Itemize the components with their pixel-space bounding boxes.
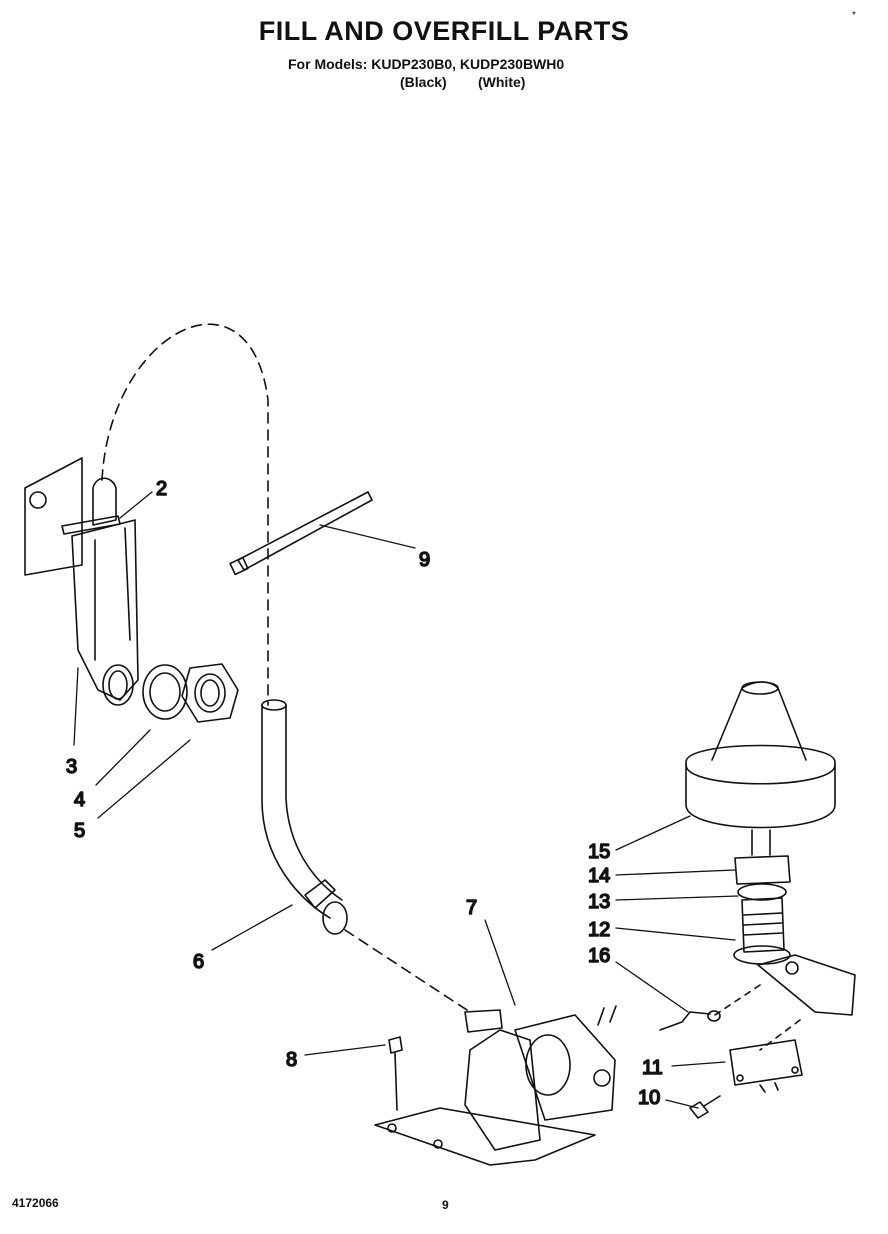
- routing-dashed-line: [101, 323, 269, 706]
- valve-inlet: [464, 1009, 503, 1033]
- callout-7: 7: [466, 897, 477, 919]
- hex-nut: [181, 663, 239, 723]
- funnel-body: [71, 519, 139, 701]
- doc-number: 4172066: [12, 1196, 59, 1210]
- tie-strap: [61, 515, 121, 535]
- bracket-hole: [29, 491, 47, 509]
- callout-13: 13: [588, 891, 610, 913]
- page-number: 9: [442, 1198, 449, 1212]
- callout-3: 3: [66, 756, 77, 778]
- callout-10: 10: [638, 1087, 660, 1109]
- valve-coil-bracket: [514, 1014, 616, 1121]
- callout-15: 15: [588, 841, 610, 863]
- valve-base-plate: [374, 1107, 596, 1166]
- callout-4: 4: [74, 789, 85, 811]
- callout-12: 12: [588, 919, 610, 941]
- callout-9: 9: [419, 549, 430, 571]
- hose-to-valve-dashed-line: [344, 929, 471, 1013]
- gasket-ring: [142, 664, 188, 720]
- callout-6: 6: [193, 951, 204, 973]
- leader-lines: [73, 491, 739, 1109]
- page-title: FILL AND OVERFILL PARTS: [258, 16, 630, 46]
- models-line: For Models: KUDP230B0, KUDP230BWH0: [288, 56, 565, 72]
- fill-hose: [261, 699, 348, 935]
- funnel-top-spout: [92, 477, 117, 526]
- mounting-bracket: [24, 457, 83, 576]
- switch-bracket: [757, 954, 856, 1016]
- float-dashed-line: [759, 1019, 801, 1051]
- variant-white: (White): [478, 74, 526, 90]
- float-assembly: [685, 681, 836, 965]
- callout-2: 2: [156, 478, 167, 500]
- microswitch: [729, 1039, 803, 1093]
- variant-black: (Black): [400, 74, 447, 90]
- float-base: [685, 744, 836, 829]
- float-stem: [751, 829, 771, 856]
- hose-clamp: [304, 879, 336, 909]
- stem-washer: [737, 883, 787, 901]
- callout-8: 8: [286, 1049, 297, 1071]
- callout-5: 5: [74, 820, 85, 842]
- valve-terminals: [597, 1005, 617, 1026]
- arm-dashed-line: [714, 984, 761, 1016]
- lever-arm: [659, 1011, 711, 1031]
- funnel-outlet: [102, 664, 134, 706]
- cable-tie: [229, 491, 373, 576]
- valve-screw: [388, 1036, 403, 1111]
- corner-mark: *: [852, 10, 856, 21]
- water-valve: [374, 1005, 617, 1166]
- fill-funnel-assembly: [24, 457, 139, 706]
- hose-end: [322, 901, 348, 935]
- switch-screw: [689, 1095, 721, 1119]
- callout-11: 11: [642, 1057, 663, 1079]
- callout-14: 14: [588, 865, 610, 887]
- valve-coil: [525, 1034, 571, 1096]
- callout-16: 16: [588, 945, 610, 967]
- stem-nut: [734, 855, 791, 885]
